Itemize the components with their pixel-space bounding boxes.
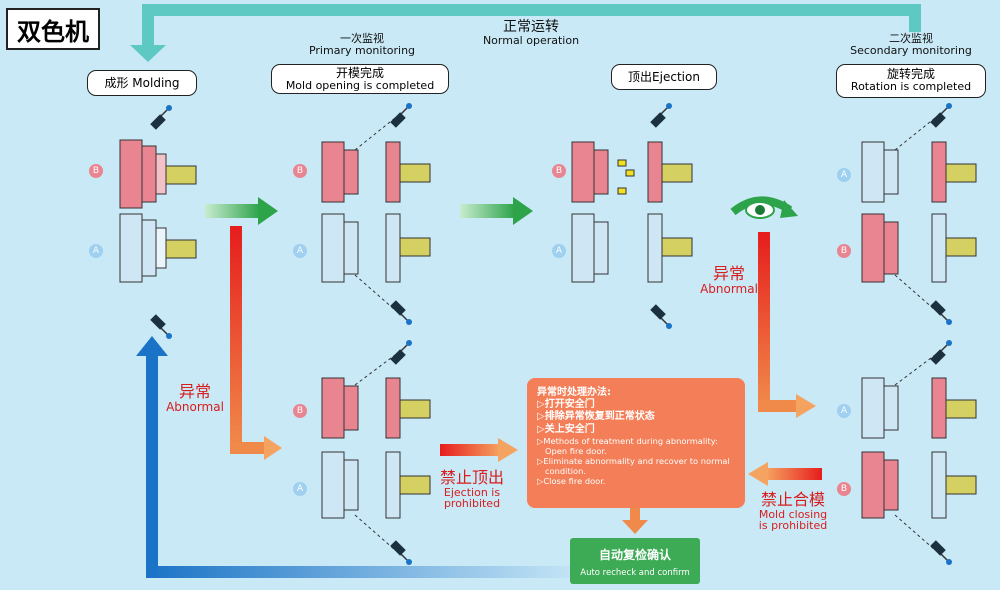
molding-mold-b bbox=[119, 139, 197, 209]
marker-b: B bbox=[552, 164, 566, 178]
secondary-a bbox=[861, 141, 977, 203]
treatment-en-title: ▷Methods of treatment during abnormality… bbox=[537, 435, 718, 446]
treatment-step-zh: ▷打开安全门 bbox=[537, 399, 595, 411]
normal-operation-en: Normal operation bbox=[482, 33, 580, 47]
mold-closing-prohibited-label: 禁止合模 Mold closing is prohibited bbox=[748, 490, 838, 533]
abnormal-zh: 异常 bbox=[712, 264, 745, 283]
abnormal-secondary-a bbox=[861, 377, 977, 439]
secondary-status-zh: 旋转完成 bbox=[886, 67, 935, 81]
ejection-b bbox=[571, 141, 693, 203]
ejection-label: 顶出Ejection bbox=[611, 64, 717, 90]
diagram-title: 双色机 bbox=[6, 8, 100, 50]
abnormal-primary-a bbox=[321, 451, 431, 519]
mold-closing-prohibited-zh: 禁止合模 bbox=[760, 490, 825, 509]
secondary-caption: 二次监视 Secondary monitoring bbox=[836, 33, 986, 56]
marker-a: A bbox=[552, 244, 566, 258]
ejection-prohibited-label: 禁止顶出 Ejection is prohibited bbox=[432, 468, 512, 511]
treatment-en-line: condition. bbox=[545, 466, 586, 477]
marker-b: B bbox=[293, 404, 307, 418]
marker-b: B bbox=[293, 164, 307, 178]
marker-a: A bbox=[837, 168, 851, 182]
molding-label: 成形 Molding bbox=[87, 70, 197, 96]
ejection-prohibited-zh: 禁止顶出 bbox=[439, 468, 504, 487]
marker-a: A bbox=[837, 404, 851, 418]
primary-status-en: Mold opening is completed bbox=[285, 78, 435, 92]
marker-a: A bbox=[293, 244, 307, 258]
treatment-en-line: Open fire door. bbox=[545, 445, 607, 456]
secondary-status-en: Rotation is completed bbox=[850, 79, 972, 93]
normal-operation-zh: 正常运转 bbox=[503, 19, 559, 35]
molding-mold-a bbox=[119, 213, 197, 283]
treatment-en-line: ▷Close fire door. bbox=[537, 476, 606, 487]
recheck-box: 自动复检确认 Auto recheck and confirm bbox=[570, 538, 700, 584]
abnormal-zh: 异常 bbox=[178, 382, 211, 401]
rotation-eye-icon bbox=[730, 196, 798, 219]
abnormal-en: Abnormal bbox=[166, 399, 224, 414]
primary-status-pill: 开模完成 Mold opening is completed bbox=[271, 64, 449, 94]
marker-b: B bbox=[837, 482, 851, 496]
treatment-step-zh: ▷排除异常恢复到正常状态 bbox=[537, 411, 655, 423]
treatment-en-line: ▷Eliminate abnormality and recover to no… bbox=[537, 455, 730, 466]
secondary-b bbox=[861, 213, 977, 283]
marker-a: A bbox=[293, 482, 307, 496]
abnormal-secondary-b bbox=[861, 451, 977, 519]
green-arrow-2 bbox=[460, 204, 515, 218]
ejection-a bbox=[571, 213, 693, 283]
ejection-prohibited-en2: prohibited bbox=[443, 497, 501, 511]
normal-operation-caption: 正常运转 Normal operation bbox=[466, 20, 596, 46]
mold-closing-prohibited-en2: is prohibited bbox=[758, 519, 828, 533]
abnormal-label-right: 异常 Abnormal bbox=[694, 264, 764, 296]
treatment-box: 异常时处理办法: ▷打开安全门 ▷排除异常恢复到正常状态 ▷关上安全门 ▷Met… bbox=[527, 378, 745, 508]
primary-en: Primary monitoring bbox=[308, 43, 416, 57]
abnormal-primary-b bbox=[321, 377, 431, 439]
marker-a: A bbox=[89, 244, 103, 258]
primary-zh: 一次监视 bbox=[340, 32, 384, 45]
primary-a bbox=[321, 213, 431, 283]
abnormal-en: Abnormal bbox=[700, 281, 758, 296]
primary-status-zh: 开模完成 bbox=[335, 66, 384, 80]
marker-b: B bbox=[837, 244, 851, 258]
secondary-en: Secondary monitoring bbox=[850, 43, 972, 57]
ejection-prohibited-en1: Ejection is bbox=[443, 485, 501, 499]
primary-caption: 一次监视 Primary monitoring bbox=[292, 33, 432, 56]
recheck-en: Auto recheck and confirm bbox=[580, 568, 690, 578]
green-arrow-1 bbox=[205, 204, 260, 218]
treatment-title: 异常时处理办法: bbox=[537, 387, 611, 398]
treatment-step-zh: ▷关上安全门 bbox=[537, 423, 595, 435]
secondary-status-pill: 旋转完成 Rotation is completed bbox=[836, 64, 986, 98]
mold-closing-prohibited-en1: Mold closing bbox=[758, 507, 828, 521]
abnormal-label-left: 异常 Abnormal bbox=[160, 382, 230, 414]
marker-b: B bbox=[89, 164, 103, 178]
secondary-zh: 二次监视 bbox=[889, 32, 933, 45]
recheck-zh: 自动复检确认 bbox=[598, 548, 671, 562]
primary-b bbox=[321, 141, 431, 203]
